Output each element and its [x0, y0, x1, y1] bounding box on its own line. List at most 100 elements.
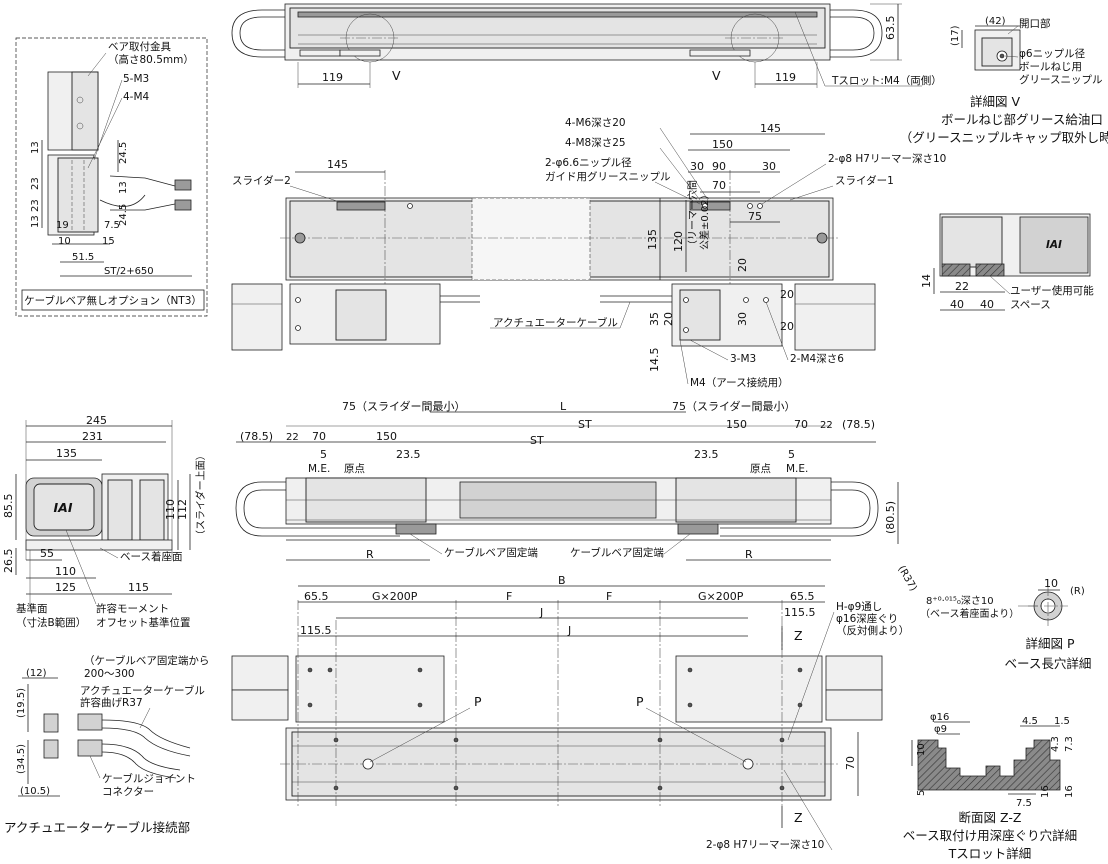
m6-label: 4-M6深さ20 [565, 117, 626, 129]
dim-19-5: (19.5) [16, 688, 27, 718]
end-view: IAI 245 231 135 85.5 112 （スライダー上面） 110 2… [2, 414, 207, 629]
plan-view: 145 150 145 30 90 30 70 75 135 120 （リーマー… [231, 117, 946, 389]
dim-J-lower: J [567, 624, 571, 637]
dim-150-left: 150 [376, 430, 397, 443]
nipple-66-label: 2-φ6.6ニップル径 [545, 156, 632, 169]
reamer-label: 2-φ8 H7リーマー深さ10 [828, 153, 946, 165]
dim-L: L [560, 400, 567, 413]
dim-10-p: 10 [1044, 577, 1058, 590]
dim-120: 120 [672, 231, 685, 252]
dim-40-a: 40 [950, 298, 964, 311]
dim-4-3: 4.3 [1050, 736, 1061, 752]
marker-z-top: Z [794, 628, 803, 643]
dim-78-5-right: (78.5) [842, 418, 875, 431]
section-subtitle: ベース取付け用深座ぐり穴詳細 [903, 828, 1077, 843]
dim-17: (17) [950, 25, 961, 46]
dim-14-5: 14.5 [648, 348, 661, 373]
actuator-cable-label: アクチュエーターケーブル [80, 684, 205, 697]
dim-145-right: 145 [760, 122, 781, 135]
space-label: スペース [1010, 299, 1051, 311]
grease-nipple-label: グリースニップル [1019, 73, 1102, 86]
r37-label: (R37) [895, 564, 918, 593]
dim-B: B [558, 574, 566, 587]
dim-10: 10 [58, 236, 71, 247]
dim-16-a: 16 [1040, 785, 1051, 798]
dim-10-z: 10 [916, 743, 927, 756]
section-z: φ16 φ9 4.5 1.5 10 4.3 7.3 5 7.5 16 16 断面… [903, 712, 1077, 861]
dim-145-left: 145 [327, 158, 348, 171]
dim-70-right: 70 [794, 418, 808, 431]
bottom-view: B 65.5 G×200P F F G×200P 65.5 J 115.5 J … [231, 574, 909, 851]
guide-nipple-label: ガイド用グリースニップル [545, 170, 670, 183]
me-right: M.E. [786, 463, 808, 475]
bend-radius-label: 許容曲げR37 [80, 696, 143, 709]
dim-115: 115 [128, 581, 149, 594]
detail-p-title: 詳細図 P [1025, 636, 1074, 651]
dim-70: 70 [712, 179, 726, 192]
dim-110-h: 110 [55, 565, 76, 578]
dim-5-right: 5 [788, 448, 795, 461]
detail-v-subtitle: ボールねじ部グリース給油口 [941, 112, 1103, 127]
dim-5-z: 5 [916, 790, 927, 796]
tol-note: 8⁺⁰·⁰¹⁵₀深さ10 [926, 595, 994, 607]
detail-v-note: （グリースニップルキャップ取外し時） [900, 130, 1108, 145]
detail-v: (42) (17) 開口部 φ6ニップル径 ボールねじ用 グリースニップル 詳細… [900, 16, 1108, 145]
cable-connection: (12) (19.5) (34.5) (10.5) （ケーブルベア固定端から 2… [4, 654, 209, 835]
origin-left: 原点 [344, 463, 365, 475]
marker-v-right: V [712, 68, 721, 83]
dim-30-a: 30 [690, 160, 704, 173]
dim-23-b: 23 [30, 199, 41, 212]
cable-fixed-left: ケーブルベア固定端 [444, 546, 538, 559]
connector-label: コネクター [102, 786, 154, 798]
dim-16-b: 16 [1064, 785, 1075, 798]
nt3-title: ケーブルベア無しオプション（NT3） [24, 294, 202, 307]
marker-p-left: P [474, 694, 482, 709]
dim-F-right: F [606, 590, 612, 603]
dim-115-5-left: 115.5 [300, 624, 332, 637]
dim-78-5-left: (78.5) [240, 430, 273, 443]
m4-depth-label: 2-M4深さ6 [790, 353, 844, 365]
dim-7-3: 7.3 [1064, 736, 1075, 752]
dim-125: 125 [55, 581, 76, 594]
dim-gx200p-left: G×200P [372, 590, 418, 603]
slider-2-label: スライダー2 [232, 174, 291, 187]
slider-1-label: スライダー1 [835, 174, 894, 187]
dim-20-c: 20 [780, 320, 794, 333]
dim-22-left: 22 [286, 432, 299, 443]
cable-label: アクチュエーターケーブル [493, 316, 618, 329]
section-tslot: Tスロット詳細 [948, 846, 1032, 861]
reamer-note-1: （リーマー穴間 [686, 180, 699, 250]
dim-85-5: 85.5 [2, 494, 15, 519]
dim-135: 135 [646, 229, 659, 250]
dim-5-left: 5 [320, 448, 327, 461]
tslot-label: Tスロット:M4（両側） [831, 74, 942, 87]
dim-22-right: 22 [820, 420, 833, 431]
dim-20-b: 20 [662, 312, 675, 326]
dim-st-upper: ST [578, 418, 592, 431]
dim-80-5: (80.5) [884, 501, 897, 534]
dim-150-right: 150 [726, 418, 747, 431]
iai-logo: IAI [54, 500, 73, 515]
dim-10-5: (10.5) [20, 786, 50, 797]
nipple-label: φ6ニップル径 [1019, 47, 1086, 60]
bracket-label: ベア取付金具 [108, 40, 171, 53]
detail-p-subtitle: ベース長穴詳細 [1005, 656, 1092, 671]
dim-gx200p-right: G×200P [698, 590, 744, 603]
m3-label: 5-M3 [123, 73, 149, 85]
dim-20-a: 20 [736, 258, 749, 272]
dim-24-5-b: 24.5 [118, 204, 129, 226]
dim-30-c: 30 [736, 312, 749, 326]
cable-from-label: （ケーブルベア固定端から [84, 654, 209, 667]
dim-42: (42) [985, 16, 1006, 27]
nt3-option: ベア取付金具 （高さ80.5mm） 5-M3 4-M4 13 23 23 13 … [15, 37, 208, 317]
detail-p: 10 (R) 8⁺⁰·⁰¹⁵₀深さ10 （ベース着座面より） 詳細図 P ベース… [920, 577, 1091, 671]
m8-label: 4-M8深さ25 [565, 137, 626, 149]
dim-90: 90 [712, 160, 726, 173]
dim-55: 55 [40, 547, 54, 560]
dim-R-left: R [366, 548, 374, 561]
dim-13-a: 13 [30, 141, 41, 154]
m4-label: 4-M4 [123, 91, 150, 103]
hole-note-1: H-φ9通し [836, 601, 882, 613]
dim-7-5-z: 7.5 [1016, 798, 1032, 809]
dim-115-5-right: 115.5 [784, 606, 816, 619]
